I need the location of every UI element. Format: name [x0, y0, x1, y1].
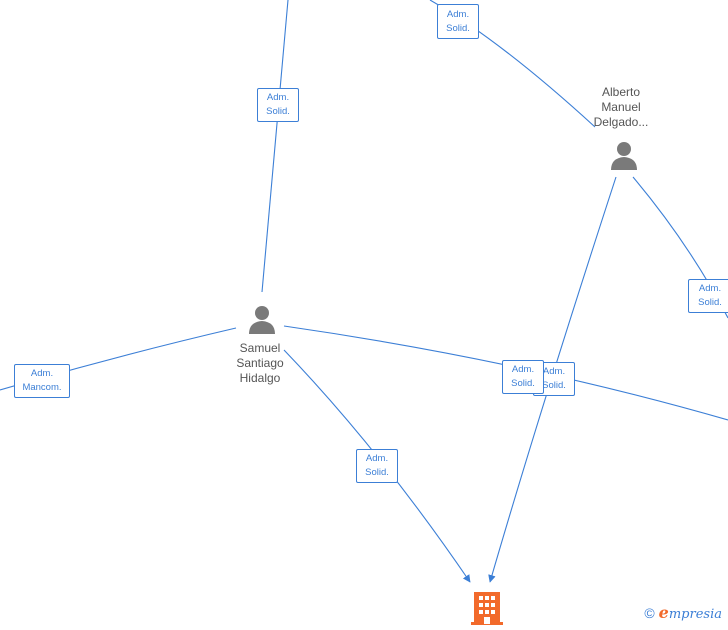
role-badge-right-edge[interactable]: Adm. Solid.	[688, 279, 728, 313]
role-badge-top-mid[interactable]: Adm. Solid.	[257, 88, 299, 122]
person-label-alberto[interactable]: Alberto Manuel Delgado...	[593, 85, 649, 129]
person-label-samuel[interactable]: Samuel Santiago Hidalgo	[236, 341, 284, 385]
person-icon[interactable]	[247, 304, 277, 336]
copyright-icon: ©	[644, 604, 655, 621]
role-badge-top-left[interactable]: Adm. Solid.	[437, 4, 479, 39]
role-badge-center-front[interactable]: Adm. Solid.	[502, 360, 544, 394]
role-badge-lower[interactable]: Adm. Solid.	[356, 449, 398, 483]
role-badge-mancom[interactable]: Adm. Mancom.	[14, 364, 70, 398]
empresia-brand: © empresia	[644, 603, 722, 622]
company-building-icon[interactable]	[470, 590, 504, 626]
edge-samuel-top	[261, 0, 289, 293]
person-icon[interactable]	[609, 140, 639, 172]
brand-logo: empresia	[658, 603, 722, 622]
